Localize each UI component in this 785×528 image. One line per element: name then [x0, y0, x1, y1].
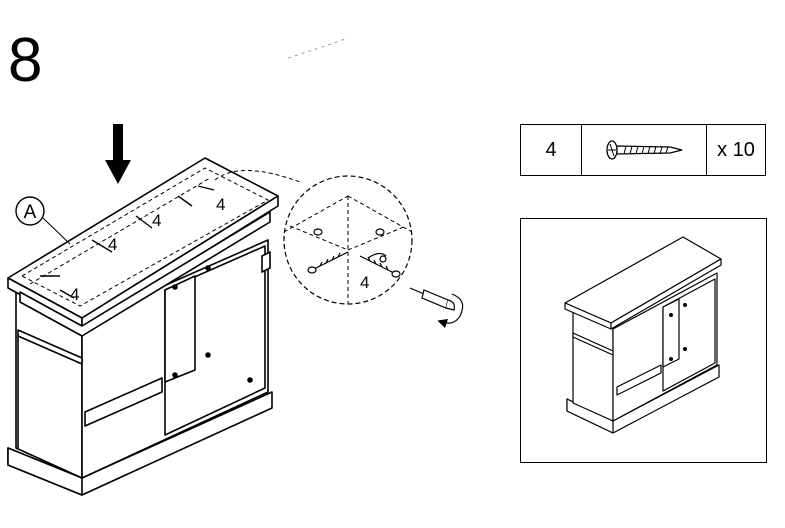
step-number: 8 — [8, 26, 43, 95]
result-preview — [520, 218, 767, 463]
part-code: 4 — [521, 125, 582, 175]
screw-icon — [307, 228, 401, 278]
scribble-mark — [287, 37, 349, 59]
screw-icon — [606, 140, 683, 160]
parts-table: 4 x 10 — [520, 124, 766, 176]
down-arrow-icon — [105, 124, 131, 184]
screw-code-label: 4 — [152, 211, 161, 230]
part-image — [582, 125, 707, 175]
cabinet-drawing — [7, 157, 279, 496]
screw-code-label: 4 — [108, 235, 117, 254]
zoom-detail: 4 — [283, 175, 413, 305]
screw-code-labels: 4 4 4 4 — [70, 195, 225, 304]
assembled-cabinet-drawing — [564, 236, 722, 434]
screwdriver-icon — [409, 287, 464, 329]
panel-a-outline — [20, 167, 270, 307]
screw-code-label: 4 — [70, 285, 79, 304]
screw-code-label: 4 — [360, 273, 369, 292]
screw-code-label: 4 — [216, 195, 225, 214]
callout-letter: A — [24, 202, 37, 223]
zoom-leader — [214, 170, 301, 183]
part-quantity: x 10 — [717, 138, 755, 161]
callout-panel-a: A — [15, 196, 71, 245]
screw-markers — [40, 185, 215, 299]
